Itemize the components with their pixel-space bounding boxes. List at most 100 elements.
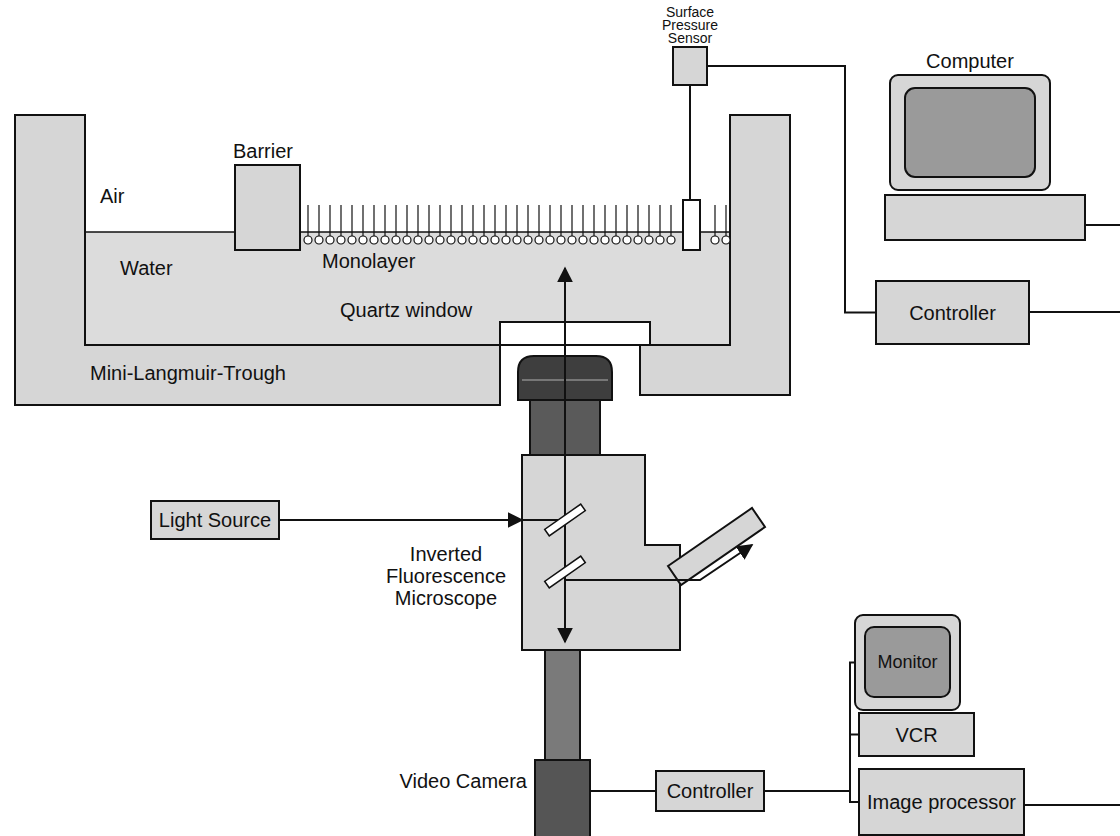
node-label: Controller — [667, 780, 754, 802]
lipid-head — [414, 236, 422, 244]
quartz-window — [500, 322, 650, 345]
monitor-screen — [865, 627, 950, 697]
light-path — [565, 545, 752, 580]
lipid-tail — [461, 205, 462, 236]
lipid-tail — [714, 205, 715, 236]
lipid-tail — [648, 205, 649, 236]
lipid-tail — [593, 205, 594, 236]
connector — [765, 663, 855, 792]
node-label: Computer — [926, 50, 1014, 72]
lipid-head — [425, 236, 433, 244]
lipid-tail — [505, 205, 506, 236]
node-label: Controller — [909, 302, 996, 324]
lipid-tail — [406, 205, 407, 236]
cable — [1085, 224, 1120, 226]
computer-monitor — [890, 75, 1050, 190]
video-camera — [535, 760, 590, 836]
video-camera: Video Camera — [535, 760, 590, 836]
lipid-head — [656, 236, 664, 244]
lipid-tail — [351, 205, 352, 236]
lipid-head — [337, 236, 345, 244]
camera-adapter — [545, 650, 580, 760]
lipid-head — [535, 236, 543, 244]
connector — [590, 790, 655, 792]
part-label: Air — [100, 185, 124, 207]
node-label: Inverted Fluorescence Microscope — [378, 543, 514, 609]
lipid-head — [579, 236, 587, 244]
video-monitor — [855, 615, 960, 710]
lipid-tail — [725, 205, 726, 236]
lipid-head — [502, 236, 510, 244]
part-label: Barrier — [233, 140, 293, 162]
lipid-head — [667, 236, 675, 244]
computer-screen — [905, 88, 1035, 177]
wilhelmy-plate — [683, 200, 700, 250]
lipid-tail — [516, 205, 517, 236]
lipid-tail — [318, 205, 319, 236]
lipid-head — [436, 236, 444, 244]
microscope: Inverted Fluorescence Microscope — [522, 455, 680, 650]
lipid-head — [326, 236, 334, 244]
controller-box: Controller — [655, 770, 765, 812]
lipid-head — [711, 236, 719, 244]
lipid-head — [370, 236, 378, 244]
lipid-tail — [307, 205, 308, 236]
barrier — [235, 165, 300, 250]
lipid-head — [403, 236, 411, 244]
light-path — [522, 519, 560, 521]
lipid-tail — [483, 205, 484, 236]
lipid-head — [634, 236, 642, 244]
lipid-tail — [582, 205, 583, 236]
lipid-tail — [428, 205, 429, 236]
lipid-tail — [472, 205, 473, 236]
connector — [708, 66, 875, 313]
microscope-body — [522, 455, 680, 650]
lipid-head — [447, 236, 455, 244]
lipid-head — [359, 236, 367, 244]
lipid-tail — [527, 205, 528, 236]
connector — [280, 519, 522, 521]
lipid-head — [469, 236, 477, 244]
part-label: Monolayer — [322, 250, 415, 272]
part-label: Water — [120, 257, 173, 279]
trough-left — [15, 115, 500, 405]
lipid-tail — [373, 205, 374, 236]
lipid-tail — [604, 205, 605, 236]
lipid-head — [722, 236, 730, 244]
lipid-head — [623, 236, 631, 244]
lipid-tail — [538, 205, 539, 236]
lipid-head — [458, 236, 466, 244]
lipid-tail — [637, 205, 638, 236]
lipid-tail — [340, 205, 341, 236]
lipid-tail — [560, 205, 561, 236]
lipid-tail — [571, 205, 572, 236]
lipid-head — [348, 236, 356, 244]
lipid-tail — [494, 205, 495, 236]
trough-right — [640, 115, 790, 395]
lipid-tail — [395, 205, 396, 236]
lipid-tail — [615, 205, 616, 236]
lipid-head — [546, 236, 554, 244]
lipid-head — [612, 236, 620, 244]
lipid-head — [590, 236, 598, 244]
lipid-head — [568, 236, 576, 244]
node-label: VCR — [895, 724, 937, 746]
lipid-head — [513, 236, 521, 244]
video-monitor: Monitor — [855, 615, 960, 710]
lipid-head — [381, 236, 389, 244]
controller-box: Controller — [875, 280, 1030, 345]
lipid-tail — [549, 205, 550, 236]
monolayer-molecules — [304, 205, 730, 244]
lipid-tail — [329, 205, 330, 236]
part-label: Quartz window — [340, 299, 472, 321]
lipid-head — [557, 236, 565, 244]
computer: Computer — [890, 75, 1050, 190]
lipid-tail — [439, 205, 440, 236]
node-label: Image processor — [867, 791, 1016, 813]
connector — [765, 735, 858, 792]
lipid-tail — [362, 205, 363, 236]
dichroic-mirror — [545, 504, 586, 536]
lipid-head — [392, 236, 400, 244]
cable — [1030, 311, 1120, 313]
